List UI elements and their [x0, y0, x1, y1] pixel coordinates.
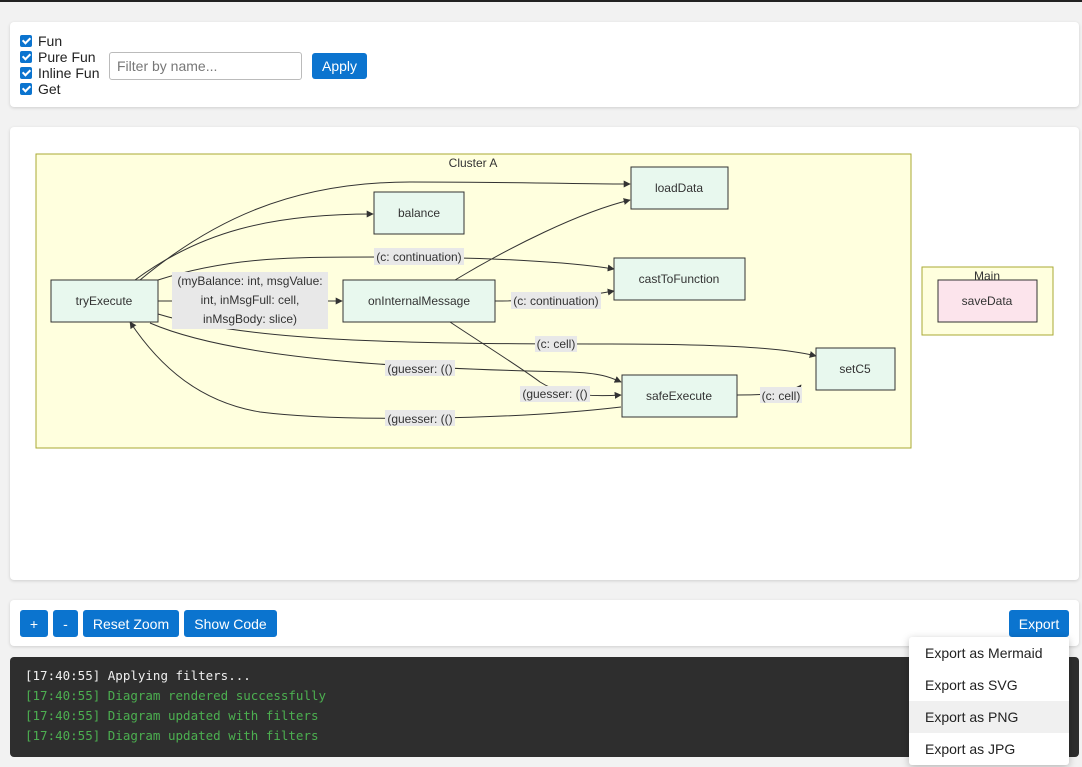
node-label: castToFunction	[639, 272, 720, 286]
edge-safeexecute-tryexecute	[129, 321, 622, 419]
checkbox-checked-icon[interactable]	[20, 35, 32, 47]
edge-labels: (c: continuation) (myBalance: int, msgVa…	[172, 248, 802, 426]
cluster-a-label: Cluster A	[449, 156, 498, 170]
export-png-item[interactable]: Export as PNG	[909, 701, 1069, 733]
log-line: [17:40:55] Diagram updated with filters	[25, 708, 319, 723]
node-setc5[interactable]: setC5	[815, 347, 896, 391]
edge-oninternalmessage-loaddata	[454, 198, 631, 281]
edge-label: int, inMsgFull: cell,	[201, 293, 300, 307]
zoom-out-button[interactable]: -	[53, 610, 78, 637]
node-label: tryExecute	[76, 294, 133, 308]
node-label: saveData	[962, 294, 1013, 308]
node-label: loadData	[655, 181, 703, 195]
checkbox-checked-icon[interactable]	[20, 67, 32, 79]
checkbox-label: Inline Fun	[38, 65, 100, 81]
show-code-button[interactable]: Show Code	[184, 610, 277, 637]
export-mermaid-item[interactable]: Export as Mermaid	[925, 645, 1043, 661]
edge-tryexecute-balance	[134, 210, 374, 281]
edge-label: inMsgBody: slice)	[203, 312, 297, 326]
checkbox-label: Get	[38, 81, 61, 97]
export-button[interactable]: Export	[1009, 610, 1069, 637]
checkbox-label: Fun	[38, 33, 63, 49]
zoom-in-button[interactable]: +	[20, 610, 48, 637]
edge-label: (guesser: (()	[522, 387, 587, 401]
log-line: [17:40:55] Diagram updated with filters	[25, 728, 319, 743]
node-tryexecute[interactable]: tryExecute	[50, 279, 159, 323]
node-safeexecute[interactable]: safeExecute	[621, 374, 738, 418]
node-loaddata[interactable]: loadData	[630, 166, 729, 210]
checkbox-fun[interactable]: Fun	[20, 33, 99, 49]
log-line: [17:40:55] Diagram rendered successfully	[25, 688, 327, 703]
checkbox-get[interactable]: Get	[20, 81, 99, 97]
filter-name-input[interactable]	[109, 52, 302, 80]
node-label: balance	[398, 206, 440, 220]
edge-label: (c: cell)	[762, 389, 801, 403]
edge-label: (c: continuation)	[376, 250, 461, 264]
diagram-toolbar: + - Reset Zoom Show Code Export	[10, 600, 1079, 646]
node-balance[interactable]: balance	[373, 191, 465, 235]
edge-oninternalmessage-safeexecute	[449, 321, 622, 399]
checkbox-label: Pure Fun	[38, 49, 96, 65]
checkbox-pure-fun[interactable]: Pure Fun	[20, 49, 99, 65]
diagram-panel[interactable]: Cluster A Main (c: continuation) (myBala…	[10, 127, 1079, 580]
node-casttofunction[interactable]: castToFunction	[613, 257, 746, 301]
apply-button[interactable]: Apply	[312, 53, 367, 79]
edge-tryexecute-loaddata	[139, 180, 631, 281]
filter-panel: Fun Pure Fun Inline Fun Get Apply	[10, 22, 1079, 107]
export-menu: Export as Mermaid Export as SVG Export a…	[909, 637, 1069, 765]
edge-label: (c: cell)	[537, 337, 576, 351]
node-savedata[interactable]: saveData	[937, 279, 1038, 323]
edge-label: (myBalance: int, msgValue:	[177, 274, 322, 288]
log-line: [17:40:55] Applying filters...	[25, 668, 251, 683]
type-checkboxes: Fun Pure Fun Inline Fun Get	[20, 33, 99, 97]
export-jpg-item[interactable]: Export as JPG	[925, 741, 1016, 757]
checkbox-inline-fun[interactable]: Inline Fun	[20, 65, 99, 81]
edge-label: (guesser: (()	[387, 412, 452, 426]
node-label: safeExecute	[646, 389, 712, 403]
export-svg-item[interactable]: Export as SVG	[925, 677, 1018, 693]
reset-zoom-button[interactable]: Reset Zoom	[83, 610, 179, 637]
node-label: onInternalMessage	[368, 294, 470, 308]
call-graph-diagram[interactable]: Cluster A Main (c: continuation) (myBala…	[10, 127, 1079, 580]
edge-label: (guesser: (()	[387, 362, 452, 376]
node-label: setC5	[839, 362, 871, 376]
log-console: [17:40:55] Applying filters... [17:40:55…	[10, 657, 1079, 757]
edge-label: (c: continuation)	[513, 294, 598, 308]
checkbox-checked-icon[interactable]	[20, 51, 32, 63]
node-oninternalmessage[interactable]: onInternalMessage	[342, 279, 496, 323]
checkbox-checked-icon[interactable]	[20, 83, 32, 95]
